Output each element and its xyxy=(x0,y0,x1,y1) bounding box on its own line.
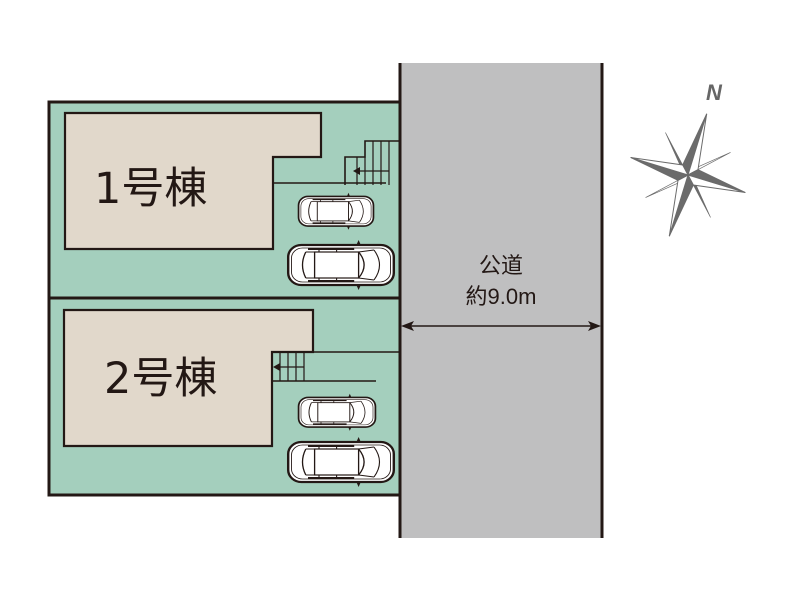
lot-2[interactable] xyxy=(47,296,402,497)
north-label: N xyxy=(706,80,723,105)
building-1-footprint xyxy=(63,111,323,251)
car-icon xyxy=(297,392,377,432)
road-name: 公道 xyxy=(479,253,523,278)
road-width-dimension-arrow xyxy=(401,321,601,331)
public-road xyxy=(398,63,604,538)
building-1-label: 1号棟 xyxy=(94,164,207,214)
compass-rose-icon xyxy=(630,113,746,237)
stairs-icon xyxy=(273,352,305,381)
car-icon xyxy=(286,435,396,489)
car-icon xyxy=(286,238,396,292)
building-2-label: 2号棟 xyxy=(104,354,217,404)
car-icon xyxy=(297,191,375,231)
road-width: 約9.0m xyxy=(466,284,537,309)
lot-1[interactable] xyxy=(47,100,402,300)
